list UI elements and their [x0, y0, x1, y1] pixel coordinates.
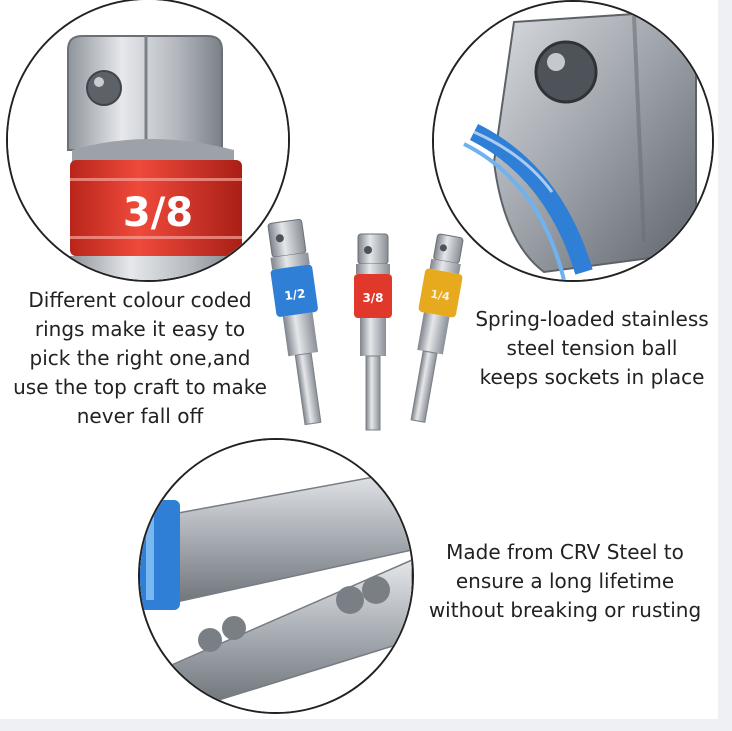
- caption-line: ensure a long lifetime: [455, 569, 675, 593]
- caption-line: without breaking or rusting: [428, 598, 702, 622]
- zoom-size-label: 3/8: [123, 190, 193, 236]
- caption-line: never fall off: [76, 404, 204, 428]
- caption-line: rings make it easy to: [34, 317, 246, 341]
- right-border-strip: [718, 0, 732, 731]
- hex-shank-icon: [140, 440, 412, 712]
- caption-line: use the top craft to make: [13, 375, 267, 399]
- caption-line: Different colour coded: [28, 288, 252, 312]
- caption-color-coded-rings: Different colour coded rings make it eas…: [2, 286, 278, 431]
- yellow-size-label: 1/4: [429, 287, 451, 303]
- caption-crv-steel: Made from CRV Steel to ensure a long lif…: [420, 538, 710, 625]
- bottom-border-strip: [0, 719, 732, 731]
- caption-line: Made from CRV Steel to: [446, 540, 684, 564]
- blue-size-label: 1/2: [283, 286, 306, 303]
- three-socket-adapters-icon: 1/2 3/8 1/4: [267, 218, 464, 431]
- zoom-circle-tension-ball: [432, 0, 714, 282]
- red-size-label: 3/8: [362, 291, 383, 305]
- caption-line: Spring-loaded stainless: [475, 307, 709, 331]
- zoom-circle-crv-steel: [138, 438, 414, 714]
- adapter-set-illustration: 1/2 3/8 1/4: [262, 214, 472, 436]
- caption-line: pick the right one,and: [29, 346, 251, 370]
- caption-tension-ball: Spring-loaded stainless steel tension ba…: [470, 305, 714, 392]
- caption-line: keeps sockets in place: [479, 365, 705, 389]
- caption-line: steel tension ball: [506, 336, 678, 360]
- socket-adapter-red-ring-icon: 3/8: [8, 0, 288, 280]
- zoom-circle-color-ring: 3/8: [6, 0, 290, 282]
- socket-adapter-blue-ring-icon: [434, 2, 712, 280]
